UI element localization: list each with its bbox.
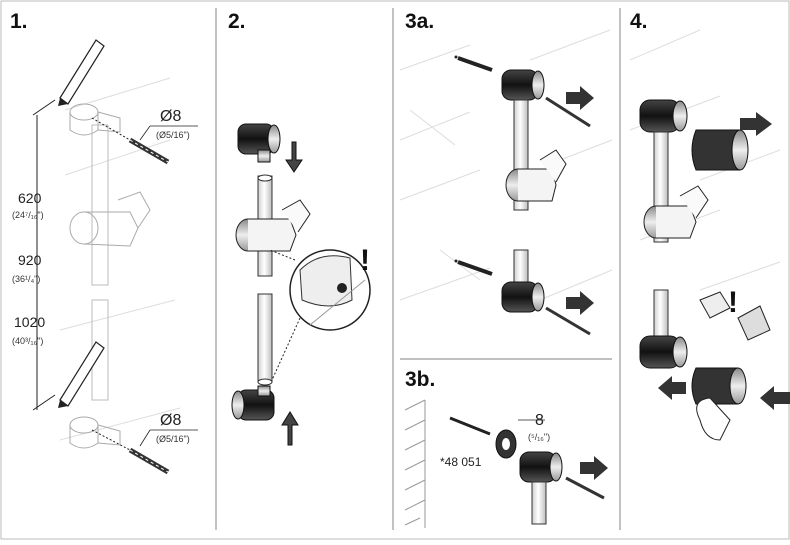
step-3a-title: 3a. — [405, 10, 435, 33]
step-3b-title: 3b. — [405, 368, 436, 391]
dimension-1020: 1020 — [14, 314, 46, 330]
panel-1 — [32, 39, 198, 475]
dimension-620-inch: (24⁷/₁₆") — [12, 210, 44, 220]
panel-2 — [231, 123, 371, 446]
wall-plug-icon — [457, 260, 493, 276]
spacer-thickness: 8 — [535, 412, 544, 429]
arrow-right-icon — [658, 376, 686, 400]
step-2-title: 2. — [228, 10, 246, 33]
screw-icon — [545, 306, 591, 336]
cover-cap — [691, 129, 749, 171]
caution-icon: ! — [360, 244, 370, 277]
pencil-icon — [58, 39, 105, 106]
wall-bracket-bottom — [231, 385, 275, 421]
slider-ghost — [69, 191, 151, 247]
arrow-left-icon — [566, 291, 594, 315]
spacer-thickness-inch: (⁵/₁₆") — [528, 432, 551, 442]
wall-plug-icon — [454, 55, 493, 72]
dimension-620: 620 — [18, 190, 42, 206]
drill-diameter-top-inch: (Ø5/16") — [156, 130, 190, 140]
step-1-title: 1. — [10, 10, 28, 33]
slider — [235, 199, 311, 252]
bracket-ghost-top — [69, 103, 121, 286]
screw-icon — [545, 96, 591, 128]
drill-bit-icon — [91, 117, 170, 165]
arrow-up-icon — [281, 411, 299, 446]
dimension-920-inch: (36¹/₄") — [12, 274, 41, 284]
dimension-1020-inch: (40³/₁₆") — [12, 336, 44, 346]
part-number: *48 051 — [440, 455, 482, 469]
panel-4 — [629, 29, 790, 441]
arrow-left-icon — [740, 112, 772, 136]
arrow-down-icon — [285, 141, 303, 173]
caution-icon: ! — [728, 286, 738, 319]
screw-icon — [565, 476, 605, 500]
drill-diameter-top: Ø8 — [160, 108, 182, 125]
detail-magnifier — [269, 249, 371, 381]
drill-bit-icon — [91, 429, 170, 475]
wall-bracket-top — [237, 123, 281, 163]
cover-cap-press — [691, 367, 747, 405]
wall-plug-icon — [449, 416, 491, 436]
arrow-left-icon — [566, 86, 594, 110]
drill-diameter-bottom: Ø8 — [160, 412, 182, 429]
panel-3a — [399, 29, 613, 336]
step-4-title: 4. — [630, 10, 648, 33]
panel-3b — [404, 399, 608, 528]
dimension-920: 920 — [18, 252, 42, 268]
arrow-left-icon — [580, 456, 608, 480]
drill-diameter-bottom-inch: (Ø5/16") — [156, 434, 190, 444]
pencil-icon — [58, 341, 105, 408]
hand-icon — [696, 397, 731, 441]
arrow-left-icon — [760, 386, 790, 410]
clip-detail — [699, 291, 771, 341]
